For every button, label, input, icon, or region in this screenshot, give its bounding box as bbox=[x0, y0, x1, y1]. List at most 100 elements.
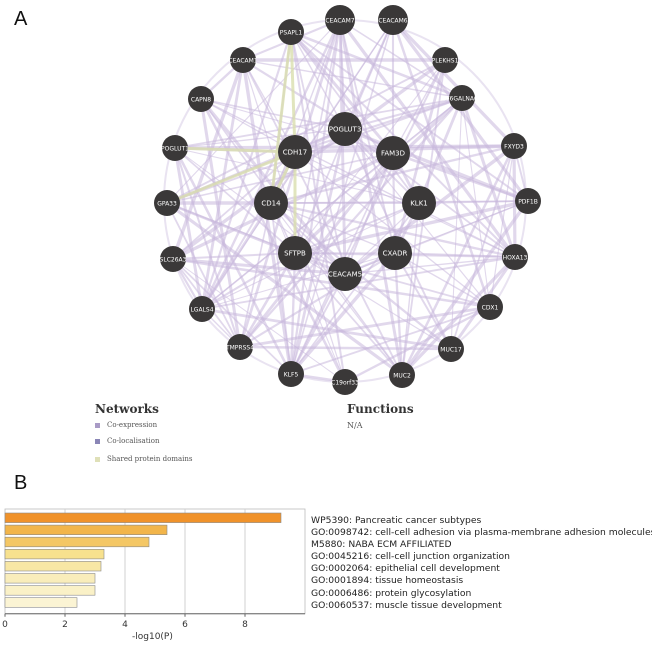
functions-value: N/A bbox=[347, 421, 363, 430]
enrichment-bar bbox=[4, 524, 168, 536]
x-tick-label: 4 bbox=[122, 620, 128, 630]
gene-node: CEACAM6 bbox=[378, 5, 408, 35]
legend-shared-protein-domains: Shared protein domains bbox=[95, 455, 193, 463]
gene-node: CDH17 bbox=[278, 135, 312, 169]
gene-node-circle bbox=[278, 361, 304, 387]
gene-node-circle bbox=[378, 236, 412, 270]
co-localisation-swatch bbox=[95, 438, 100, 444]
gene-node-circle bbox=[278, 135, 312, 169]
co-expression-edge bbox=[200, 59, 245, 310]
gene-node: CXADR bbox=[378, 236, 412, 270]
term-label: M5880: NABA ECM AFFILIATED bbox=[311, 539, 452, 551]
x-tick-label: 8 bbox=[242, 620, 248, 630]
gene-node-label: CDX1 bbox=[482, 305, 499, 312]
co-expression-edge bbox=[290, 19, 394, 375]
co-expression-edge bbox=[290, 30, 463, 100]
gene-node-label: CAPN8 bbox=[191, 97, 211, 104]
co-expression-edge bbox=[172, 258, 346, 383]
legend-label: Co-localisation bbox=[107, 437, 160, 445]
gene-node-label: CEACAM6 bbox=[378, 18, 407, 25]
gene-node: CAPN8 bbox=[188, 86, 214, 112]
gene-node: FAM3D bbox=[376, 136, 410, 170]
gene-node: HOXA13 bbox=[502, 244, 528, 270]
term-label: WP5390: Pancreatic cancer subtypes bbox=[311, 515, 482, 526]
gene-node: ST6GALNAC6 bbox=[442, 85, 482, 111]
gene-node: CEACAM1 bbox=[228, 47, 258, 73]
gene-node-circle bbox=[189, 296, 215, 322]
gene-node-circle bbox=[378, 5, 408, 35]
enrichment-bar bbox=[4, 597, 78, 608]
co-expression-edge bbox=[289, 128, 347, 375]
co-expression-edge bbox=[270, 202, 346, 275]
co-expression-edge bbox=[171, 59, 245, 260]
gene-node: CD14 bbox=[254, 186, 288, 220]
co-expression-edge bbox=[417, 97, 464, 204]
gene-node-label: GPA33 bbox=[157, 201, 177, 208]
co-expression-swatch bbox=[95, 422, 100, 428]
co-expression-edge bbox=[200, 98, 403, 376]
co-expression-edge bbox=[394, 252, 452, 350]
gene-node: FXYD3 bbox=[501, 133, 527, 159]
gene-node-label: MUC17 bbox=[440, 347, 462, 354]
co-expression-edge bbox=[290, 31, 346, 275]
co-expression-edge bbox=[394, 252, 491, 308]
co-expression-edge bbox=[344, 256, 516, 275]
gene-node: TMPRSS4 bbox=[225, 334, 254, 360]
x-axis-label: -log10(P) bbox=[132, 632, 173, 642]
co-expression-edge bbox=[239, 345, 452, 351]
co-expression-edge bbox=[166, 202, 241, 348]
gene-node-label: ST6GALNAC6 bbox=[442, 96, 482, 103]
gene-node-circle bbox=[402, 186, 436, 220]
gene-node-circle bbox=[278, 19, 304, 45]
gene-node-label: SLC26A3 bbox=[160, 257, 187, 264]
shared-domain-edge bbox=[289, 31, 297, 153]
gene-node-circle bbox=[502, 244, 528, 270]
term-label: GO:0002064: epithelial cell development bbox=[311, 563, 500, 575]
gene-node-circle bbox=[432, 47, 458, 73]
co-expression-edge bbox=[294, 96, 463, 154]
enrichment-bar bbox=[4, 536, 150, 548]
co-expression-edge bbox=[166, 19, 341, 204]
gene-node-circle bbox=[154, 190, 180, 216]
gene-node: MUC2 bbox=[389, 362, 415, 388]
co-expression-edge bbox=[289, 31, 395, 154]
gene-node: POGLUT1 bbox=[161, 135, 189, 161]
enrichment-bar bbox=[4, 512, 282, 523]
gene-node-label: POGLUT3 bbox=[329, 126, 362, 134]
gene-node-circle bbox=[438, 336, 464, 362]
term-label: GO:0045216: cell-cell junction organizat… bbox=[311, 551, 510, 563]
gene-node-circle bbox=[477, 294, 503, 320]
co-expression-edge bbox=[172, 258, 292, 375]
gene-node-circle bbox=[332, 369, 358, 395]
co-expression-edge bbox=[239, 252, 396, 348]
co-expression-edge bbox=[344, 152, 394, 275]
gene-node: LGALS4 bbox=[189, 296, 215, 322]
term-label: GO:0001894: tissue homeostasis bbox=[311, 575, 464, 587]
co-expression-edge bbox=[242, 59, 394, 154]
gene-node: KLF5 bbox=[278, 361, 304, 387]
gene-node-label: CD14 bbox=[261, 200, 281, 208]
gene-node-circle bbox=[501, 133, 527, 159]
panel-a-label: A bbox=[14, 8, 28, 30]
co-expression-edge bbox=[289, 252, 297, 375]
gene-node: CEACAM7 bbox=[325, 5, 355, 35]
gene-node-circle bbox=[230, 47, 256, 73]
co-expression-edge bbox=[174, 128, 346, 149]
gene-node-circle bbox=[160, 246, 186, 272]
gene-node: C19orf33 bbox=[331, 369, 359, 395]
enrichment-bar bbox=[4, 548, 105, 560]
gene-node: MUC17 bbox=[438, 336, 464, 362]
gene-node-circle bbox=[188, 86, 214, 112]
gene-node-circle bbox=[328, 112, 362, 146]
gene-node-label: PDF1B bbox=[518, 199, 538, 206]
gene-node-circle bbox=[449, 85, 475, 111]
enrichment-bar bbox=[4, 561, 102, 572]
co-expression-edge bbox=[172, 252, 296, 260]
term-label: GO:0060537: muscle tissue development bbox=[311, 599, 502, 611]
gene-node-label: MUC2 bbox=[393, 373, 411, 380]
co-expression-edge bbox=[294, 202, 420, 254]
co-expression-edge bbox=[290, 273, 346, 375]
co-expression-edge bbox=[172, 257, 346, 276]
gene-node: PDF1B bbox=[515, 188, 541, 214]
